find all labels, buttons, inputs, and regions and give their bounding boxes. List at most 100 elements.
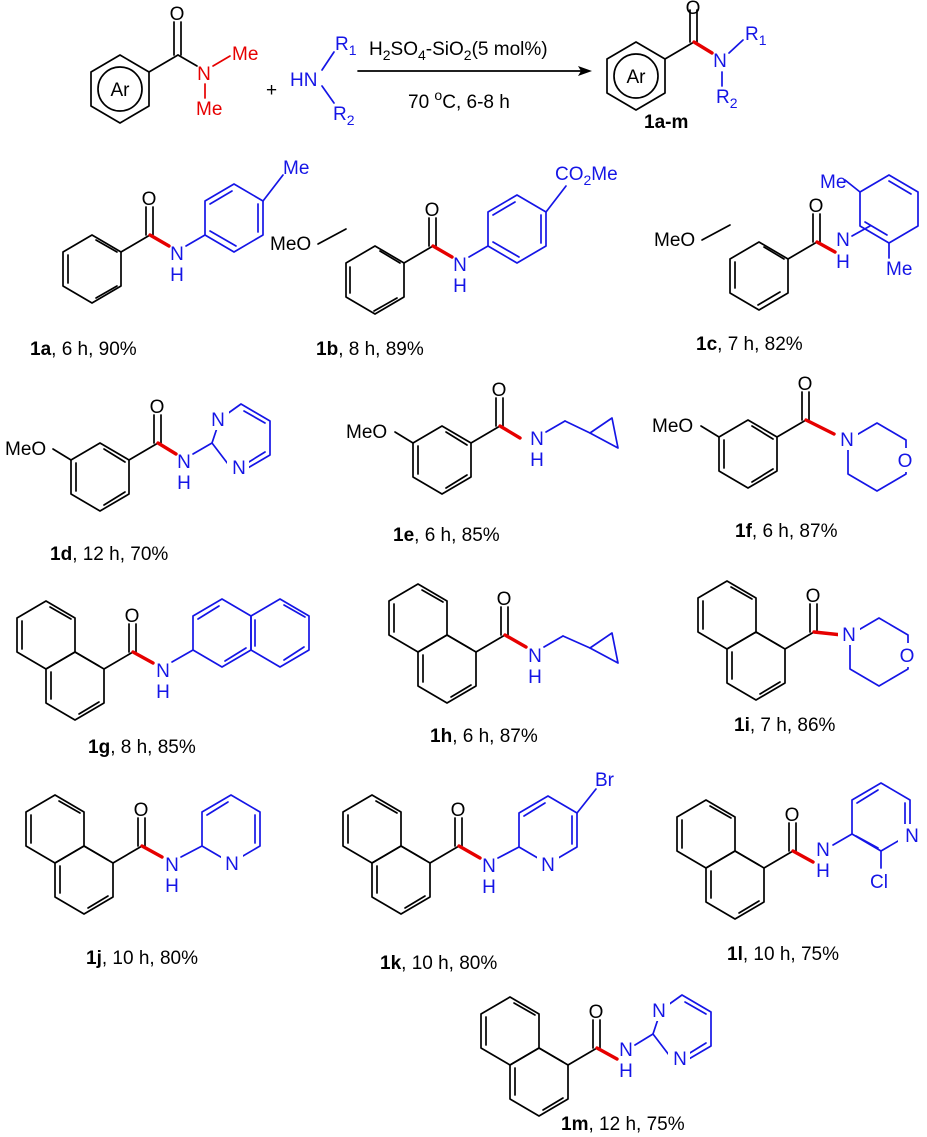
1m-id: 1m [561,1114,588,1135]
1f-caption: 1f, 6 h, 87% [735,521,838,542]
product-n-label: N [713,51,727,72]
1c-o-label: O [809,196,824,217]
amine-hn-label: HN [290,70,317,91]
1e-caption: 1e, 6 h, 85% [393,525,500,546]
amine-r1-label: R1 [335,34,357,58]
1e-n-label: N [530,429,544,450]
1a-me-label: Me [283,158,309,179]
product-general: Ar O N R1 R2 1a-m [606,0,767,133]
1l-o-label: O [785,805,800,826]
1j-o-label: O [134,800,149,821]
1k-conditions: , 10 h, 80% [401,953,497,974]
compound-1f: MeO O N O 1f, 6 h, 87% [652,374,917,542]
1j-h-label: H [165,876,179,897]
1f-conditions: , 6 h, 87% [752,521,838,542]
1j-id: 1j [86,948,102,969]
product-o-label: O [686,0,701,19]
1m-o-label: O [589,1002,604,1023]
1c-id: 1c [696,334,718,355]
plus-sign: + [266,80,277,101]
1d-conditions: , 12 h, 70% [72,544,168,565]
1c-meo-label: MeO [654,230,695,251]
1d-id: 1d [50,544,72,565]
compound-1a: O N H Me 1a, 6 h, 90% [30,158,309,360]
1f-o-label: O [798,374,813,395]
product-label-1a-m: 1a-m [644,112,688,133]
reaction-arrow: H2SO4-SiO2(5 mol%) 70 oC, 6-8 h [357,39,592,113]
1h-id: 1h [430,726,452,747]
1l-h-label: H [816,861,830,882]
ring-ar-label: Ar [111,80,131,101]
1d-ring-n2-label: N [232,458,246,479]
compound-1d: MeO O N H N N 1d, 12 h, 70% [5,397,271,565]
1k-o-label: O [451,800,466,821]
1l-pyridine-n-label: N [905,826,919,847]
compound-1j: O N H N 1j, 10 h, 80% [25,794,261,969]
1h-n-label: N [528,646,542,667]
catalyst-label: H2SO4-SiO2(5 mol%) [369,39,548,63]
1m-conditions: , 12 h, 75% [588,1114,684,1135]
1d-ring-n1-label: N [211,410,225,431]
compound-1k: O N H N Br 1k, 10 h, 80% [342,770,615,974]
1k-caption: 1k, 10 h, 80% [380,953,497,974]
1i-morpholine-n-label: N [842,625,856,646]
1h-caption: 1h, 6 h, 87% [430,726,538,747]
1g-conditions: , 8 h, 85% [110,737,196,758]
1k-n-label: N [482,856,496,877]
1l-cl-label: Cl [870,872,888,893]
product-r2-label: R2 [716,87,738,111]
carbonyl-o-label: O [170,4,185,25]
1i-caption: 1i, 7 h, 86% [734,715,836,736]
1d-n-label: N [177,452,191,473]
1g-o-label: O [125,606,140,627]
1k-h-label: H [482,877,496,898]
1d-h-label: H [177,473,191,494]
compound-1c: MeO O N H Me Me 1c, 7 h, 82% [654,172,919,355]
1h-conditions: , 6 h, 87% [452,726,538,747]
1l-conditions: , 10 h, 75% [743,944,839,965]
1l-caption: 1l, 10 h, 75% [727,944,839,965]
1b-h-label: H [453,276,467,297]
1g-n-label: N [156,661,170,682]
1b-ester-label: CO2Me [555,164,618,188]
1l-n-label: N [816,840,830,861]
1b-n-label: N [453,255,467,276]
1i-conditions: , 7 h, 86% [750,715,836,736]
1j-caption: 1j, 10 h, 80% [86,948,198,969]
1e-h-label: H [530,450,544,471]
1c-caption: 1c, 7 h, 82% [696,334,803,355]
methyl-bottom-label: Me [196,99,222,120]
1b-id: 1b [316,339,338,360]
amide-n-label: N [197,64,211,85]
1e-id: 1e [393,525,414,546]
1h-o-label: O [497,589,512,610]
1k-br-label: Br [595,770,615,791]
1d-meo-label: MeO [5,439,46,460]
1i-id: 1i [734,715,750,736]
1e-conditions: , 6 h, 85% [414,525,500,546]
reagent-amine: HN R1 R2 [290,34,357,128]
compound-1l: O N H N Cl 1l, 10 h, 75% [676,782,922,965]
1g-id: 1g [88,737,110,758]
1c-me-top-label: Me [820,172,846,193]
1h-h-label: H [528,667,542,688]
1m-n-label: N [619,1040,633,1061]
product-r1-label: R1 [745,24,767,48]
1c-me-bottom-label: Me [886,259,912,280]
1d-caption: 1d, 12 h, 70% [50,544,168,565]
1a-h-label: H [170,265,184,286]
1f-meo-label: MeO [652,416,693,437]
1a-conditions: , 6 h, 90% [51,339,137,360]
reagent-amide: Ar O N Me Me [90,4,258,124]
compound-1g: O N H 1g, 8 h, 85% [16,598,310,758]
1b-meo-label: MeO [270,234,311,255]
1i-o-label: O [806,586,821,607]
1b-caption: 1b, 8 h, 89% [316,339,424,360]
methyl-top-label: Me [232,44,258,65]
1d-o-label: O [150,397,165,418]
1m-h-label: H [619,1061,633,1082]
1j-n-label: N [165,855,179,876]
compound-1e: MeO O N H 1e, 6 h, 85% [346,380,619,546]
1e-o-label: O [492,380,507,401]
1e-meo-label: MeO [346,422,387,443]
